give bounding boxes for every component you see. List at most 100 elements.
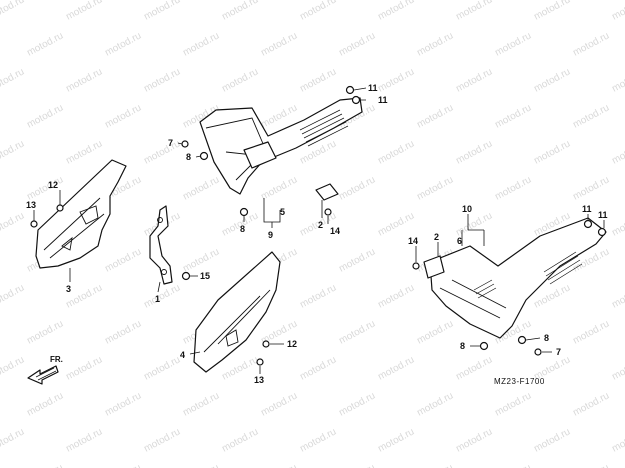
- front-direction-indicator: FR.: [27, 355, 63, 385]
- watermark-text-124: motod.ru: [571, 462, 611, 468]
- callout-10: 10: [462, 204, 472, 214]
- watermark-text-62: motod.ru: [610, 210, 625, 238]
- watermark-text-116: motod.ru: [610, 426, 625, 454]
- grommet-11a: [345, 85, 355, 95]
- watermark-text-19: motod.ru: [64, 66, 104, 94]
- clip-14-center: [324, 208, 332, 216]
- callout-13-b: 13: [254, 375, 264, 385]
- watermark-text-20: motod.ru: [142, 66, 182, 94]
- watermark-text-104: motod.ru: [415, 390, 455, 418]
- callout-1: 1: [155, 294, 160, 304]
- watermark-text-123: motod.ru: [493, 462, 533, 468]
- watermark-text-28: motod.ru: [103, 102, 143, 130]
- watermark-text-16: motod.ru: [571, 30, 611, 58]
- grommet-11c: [583, 219, 593, 229]
- watermark-text-59: motod.ru: [376, 210, 416, 238]
- watermark-text-80: motod.ru: [610, 282, 625, 310]
- watermark-text-121: motod.ru: [337, 462, 377, 468]
- watermark-text-95: motod.ru: [376, 354, 416, 382]
- callout-7-a: 7: [168, 138, 173, 148]
- watermark-text-110: motod.ru: [142, 426, 182, 454]
- watermark-text-47: motod.ru: [181, 174, 221, 202]
- part-1-bracket: [149, 205, 173, 285]
- callout-5: 5: [280, 207, 285, 217]
- clip-14-right: [412, 262, 420, 270]
- leader-lines: [33, 87, 605, 374]
- watermark-text-23: motod.ru: [376, 66, 416, 94]
- grommet-11d: [597, 227, 607, 237]
- watermark-text-34: motod.ru: [571, 102, 611, 130]
- watermark-text-114: motod.ru: [454, 426, 494, 454]
- watermark-text-11: motod.ru: [181, 30, 221, 58]
- watermark-text-41: motod.ru: [376, 138, 416, 166]
- watermark-text-108: motod.ru: [0, 426, 26, 454]
- watermark-text-10: motod.ru: [103, 30, 143, 58]
- screw-13-left: [30, 220, 38, 228]
- watermark-text-91: motod.ru: [64, 354, 104, 382]
- watermark-text-48: motod.ru: [259, 174, 299, 202]
- watermark-text-74: motod.ru: [142, 282, 182, 310]
- watermark-text-32: motod.ru: [415, 102, 455, 130]
- callout-14-a: 14: [330, 226, 340, 236]
- callout-6: 6: [457, 236, 462, 246]
- watermark-text-82: motod.ru: [103, 318, 143, 346]
- callout-7-b: 7: [556, 347, 561, 357]
- watermark-text-99: motod.ru: [25, 390, 65, 418]
- callout-11-b: 11: [378, 95, 388, 105]
- watermark-text-42: motod.ru: [454, 138, 494, 166]
- watermark-text-45: motod.ru: [25, 174, 65, 202]
- callout-8-a: 8: [186, 152, 191, 162]
- watermark-text-103: motod.ru: [337, 390, 377, 418]
- callout-9: 9: [268, 230, 273, 240]
- watermark-text-54: motod.ru: [0, 210, 26, 238]
- watermark-text-43: motod.ru: [532, 138, 572, 166]
- watermark-text-122: motod.ru: [415, 462, 455, 468]
- watermark-text-102: motod.ru: [259, 390, 299, 418]
- watermark-text-6: motod.ru: [454, 0, 494, 23]
- watermark-text-1: motod.ru: [64, 0, 104, 23]
- callout-12-a: 12: [48, 180, 58, 190]
- watermark-text-72: motod.ru: [0, 282, 26, 310]
- callout-11-c: 11: [582, 204, 592, 214]
- part-10-side-cover-right: [423, 217, 607, 339]
- watermark-text-98: motod.ru: [610, 354, 625, 382]
- watermark-text-94: motod.ru: [298, 354, 338, 382]
- watermark-text-120: motod.ru: [259, 462, 299, 468]
- watermark-text-88: motod.ru: [571, 318, 611, 346]
- watermark-text-44: motod.ru: [610, 138, 625, 166]
- watermark-text-9: motod.ru: [25, 30, 65, 58]
- watermark-text-119: motod.ru: [181, 462, 221, 468]
- watermark-text-60: motod.ru: [454, 210, 494, 238]
- watermark-text-5: motod.ru: [376, 0, 416, 23]
- fasteners: [30, 85, 607, 366]
- watermark-text-15: motod.ru: [493, 30, 533, 58]
- watermark-text-117: motod.ru: [25, 462, 65, 468]
- watermark-text-113: motod.ru: [376, 426, 416, 454]
- callout-8-c: 8: [544, 333, 549, 343]
- screw-13-lower: [256, 358, 264, 366]
- watermark-text-2: motod.ru: [142, 0, 182, 23]
- diagram-code: MZ23-F1700: [494, 377, 545, 386]
- watermark-text-52: motod.ru: [571, 174, 611, 202]
- nut-8-lower-right: [479, 341, 489, 351]
- watermark-text-4: motod.ru: [298, 0, 338, 23]
- watermark-text-77: motod.ru: [376, 282, 416, 310]
- watermark-text-25: motod.ru: [532, 66, 572, 94]
- screw-12-lower: [262, 340, 270, 348]
- watermark-text-24: motod.ru: [454, 66, 494, 94]
- watermark-text-7: motod.ru: [532, 0, 572, 23]
- part-3-side-cover-left: [35, 159, 127, 269]
- part-4-side-cover-middle: [193, 251, 281, 373]
- watermark-text-111: motod.ru: [220, 426, 260, 454]
- louver-vents-right: [473, 251, 583, 299]
- watermark-text-51: motod.ru: [493, 174, 533, 202]
- watermark-text-36: motod.ru: [0, 138, 26, 166]
- callout-3: 3: [66, 284, 71, 294]
- part-5-center-cover-assembly: [199, 97, 363, 201]
- screw-12-left: [56, 204, 64, 212]
- watermark-text-86: motod.ru: [415, 318, 455, 346]
- watermark-text-106: motod.ru: [571, 390, 611, 418]
- callout-2-b: 2: [434, 232, 439, 242]
- watermark-text-27: motod.ru: [25, 102, 65, 130]
- watermark-text-101: motod.ru: [181, 390, 221, 418]
